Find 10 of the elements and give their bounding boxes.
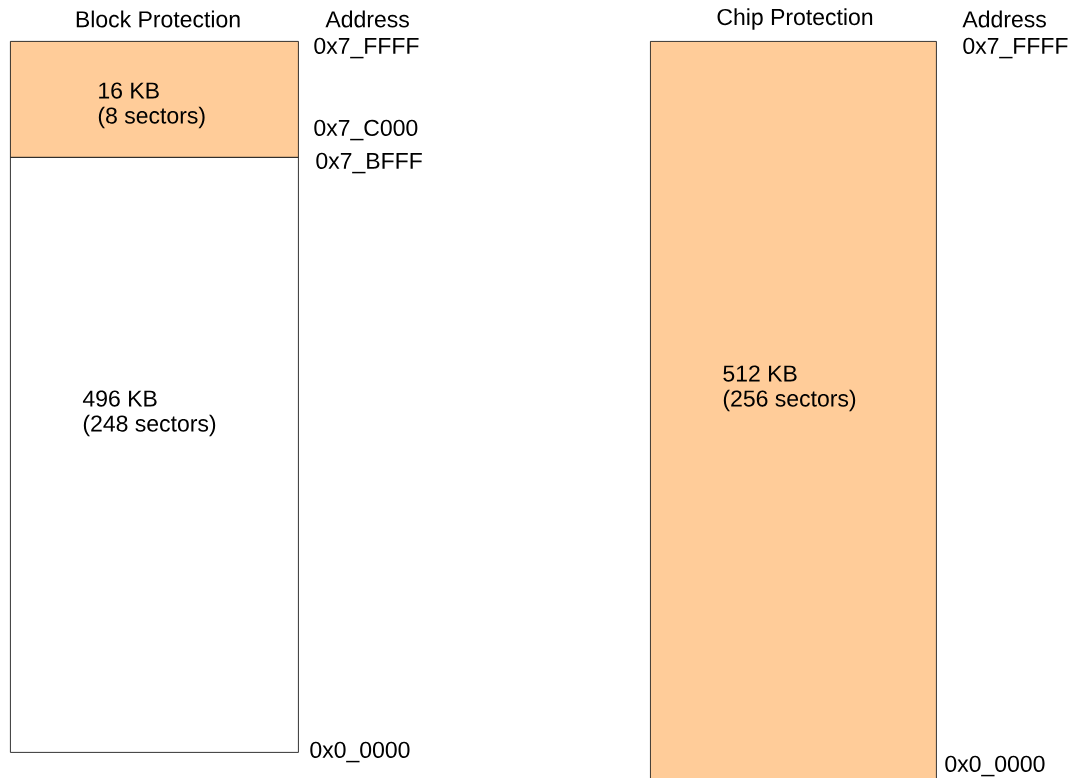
memory-region: 16 KB (8 sectors) <box>10 41 299 158</box>
address-label: 0x7_BFFF <box>316 152 422 174</box>
address-label: 0x7_FFFF <box>314 37 419 59</box>
memory-region: 496 KB (248 sectors) <box>10 157 299 753</box>
address-label: 0x0_0000 <box>310 741 410 763</box>
memory-region: 512 KB (256 sectors) <box>650 41 937 778</box>
column-heading: Address <box>325 10 409 28</box>
address-label: 0x7_FFFF <box>963 37 1068 59</box>
column-heading: Address <box>962 10 1046 28</box>
address-label: 0x7_C000 <box>314 119 418 141</box>
